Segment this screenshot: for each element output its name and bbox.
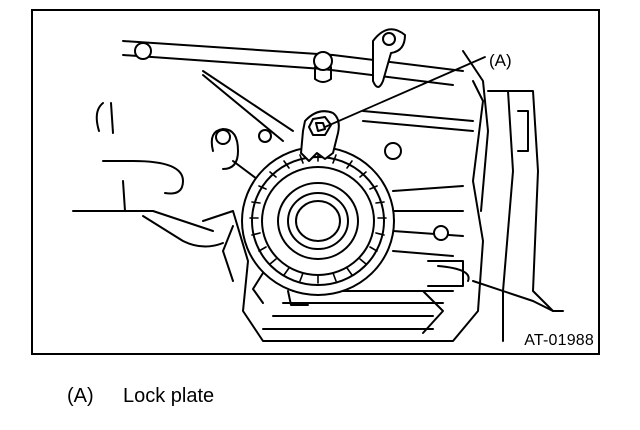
leader-line-a [324, 56, 486, 128]
legend-item: (A) Lock plate [67, 386, 214, 406]
retainer-teeth [249, 152, 387, 284]
figure-code: AT-01988 [524, 332, 594, 349]
transmission-case [202, 50, 564, 342]
figure-frame: (A) AT-01988 [31, 9, 600, 355]
transmission-illustration [72, 28, 564, 342]
legend-letter: (A) [67, 385, 94, 407]
callout-label-a: (A) [489, 51, 512, 70]
legend-text: Lock plate [123, 385, 215, 407]
left-housing [72, 102, 274, 248]
retainer-assembly [241, 146, 395, 306]
upper-linkage [122, 28, 464, 142]
lock-plate [300, 110, 340, 162]
